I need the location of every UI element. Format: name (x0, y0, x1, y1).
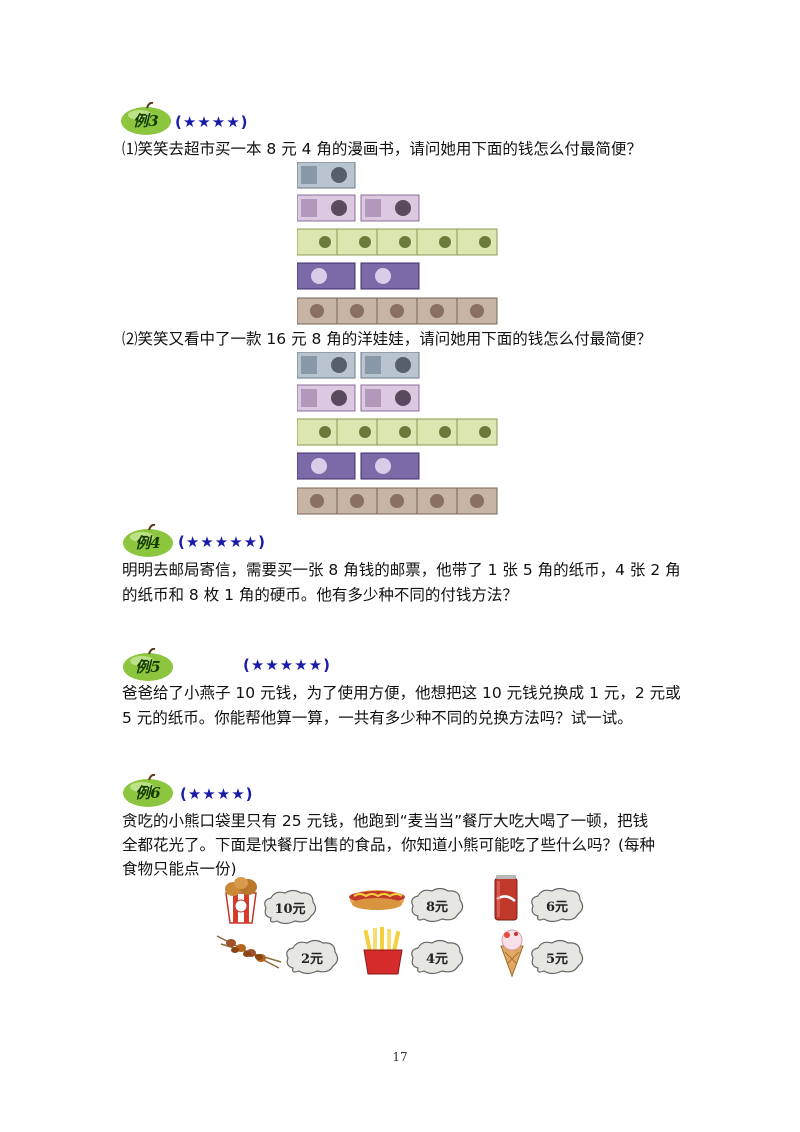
cloud-bubble-icon (531, 939, 584, 975)
ten-yuan-notes (296, 351, 420, 379)
price-tag: 4元 (408, 938, 466, 976)
example-5-badge: 例5 (122, 647, 174, 682)
ice-cream-cone-icon (500, 929, 524, 978)
example-5-line-2: 5 元的纸币。你能帮他算一算，一共有多少种不同的兑换方法吗？试一试。 (122, 709, 633, 727)
example-6-line-2: 全都花光了。下面是快餐厅出售的食品，你知道小熊可能吃了些什么吗？(每种 (122, 836, 656, 854)
example-6-badge: 例6 (122, 773, 174, 808)
example-3-badge: 例3 (120, 101, 172, 136)
example-5-line-1: 爸爸给了小燕子 10 元钱，为了使用方便，他想把这 10 元钱兑换成 1 元，2… (122, 684, 681, 702)
example-4-badge: 例4 (122, 523, 174, 558)
cloud-bubble-icon (264, 889, 317, 925)
one-yuan-notes (296, 228, 498, 256)
example-4-label: 例4 (135, 534, 161, 552)
example-6-line-3: 食物只能点一份) (122, 860, 237, 878)
one-jiao-notes (296, 297, 498, 325)
cloud-bubble-icon (411, 939, 464, 975)
five-yuan-notes (296, 384, 420, 412)
price-label: 4元 (425, 952, 449, 967)
price-tag: 6元 (528, 886, 586, 924)
price-tag: 2元 (283, 938, 341, 976)
example-3-question-1: ⑴笑笑去超市买一本 8 元 4 角的漫画书，请问她用下面的钱怎么付最简便？ (122, 140, 642, 158)
example-5-label: 例5 (135, 658, 161, 676)
example-6-difficulty: (★★★★) (180, 785, 254, 803)
price-label: 6元 (545, 900, 569, 915)
example-4-line-1: 明明去邮局寄信，需要买一张 8 角钱的邮票，他带了 1 张 5 角的纸币，4 张… (122, 561, 681, 579)
price-tag: 8元 (408, 886, 466, 924)
price-label: 2元 (300, 952, 324, 967)
food-menu: 10元 8元 6元 (215, 870, 595, 980)
apple-badge-icon (121, 101, 171, 135)
money-group-2 (296, 351, 507, 521)
example-5-difficulty: (★★★★★) (243, 656, 331, 674)
example-3-question-2: ⑵笑笑又看中了一款 16 元 8 角的洋娃娃，请问她用下面的钱怎么付最简便？ (122, 330, 652, 348)
banknotes-illustration (296, 351, 498, 515)
hot-dog-icon (349, 890, 405, 910)
example-3-difficulty: (★★★★) (175, 113, 249, 131)
price-label: 10元 (274, 902, 306, 917)
example-6-line-1: 贪吃的小熊口袋里只有 25 元钱，他跑到“麦当当”餐厅大吃大喝了一顿，把钱 (122, 812, 649, 830)
price-label: 5元 (545, 952, 569, 967)
cloud-bubble-icon (411, 887, 464, 923)
one-jiao-notes (296, 487, 498, 515)
five-jiao-notes (296, 262, 420, 290)
five-jiao-notes (296, 452, 420, 480)
apple-badge-icon (123, 647, 173, 681)
example-6-label: 例6 (135, 784, 161, 802)
page-number: 17 (392, 1050, 408, 1064)
price-label: 8元 (425, 900, 449, 915)
cloud-bubble-icon (286, 939, 339, 975)
french-fries-icon (363, 927, 403, 975)
money-group-1 (296, 161, 507, 331)
example-4-line-2: 的纸币和 8 枚 1 角的硬币。他有多少种不同的付钱方法？ (122, 586, 518, 604)
banknotes-illustration (296, 161, 498, 325)
kebab-skewers-icon (216, 935, 282, 969)
example-4-difficulty: (★★★★★) (178, 533, 266, 551)
ten-yuan-note (296, 161, 356, 189)
cloud-bubble-icon (531, 887, 584, 923)
apple-badge-icon (123, 523, 173, 557)
apple-badge-icon (123, 773, 173, 807)
price-tag: 5元 (528, 938, 586, 976)
price-tag: 10元 (261, 888, 319, 926)
example-3-label: 例3 (133, 112, 159, 130)
fried-chicken-bucket-icon (225, 877, 257, 924)
cola-can-icon (494, 875, 518, 921)
one-yuan-notes (296, 418, 498, 446)
five-yuan-notes (296, 194, 420, 222)
